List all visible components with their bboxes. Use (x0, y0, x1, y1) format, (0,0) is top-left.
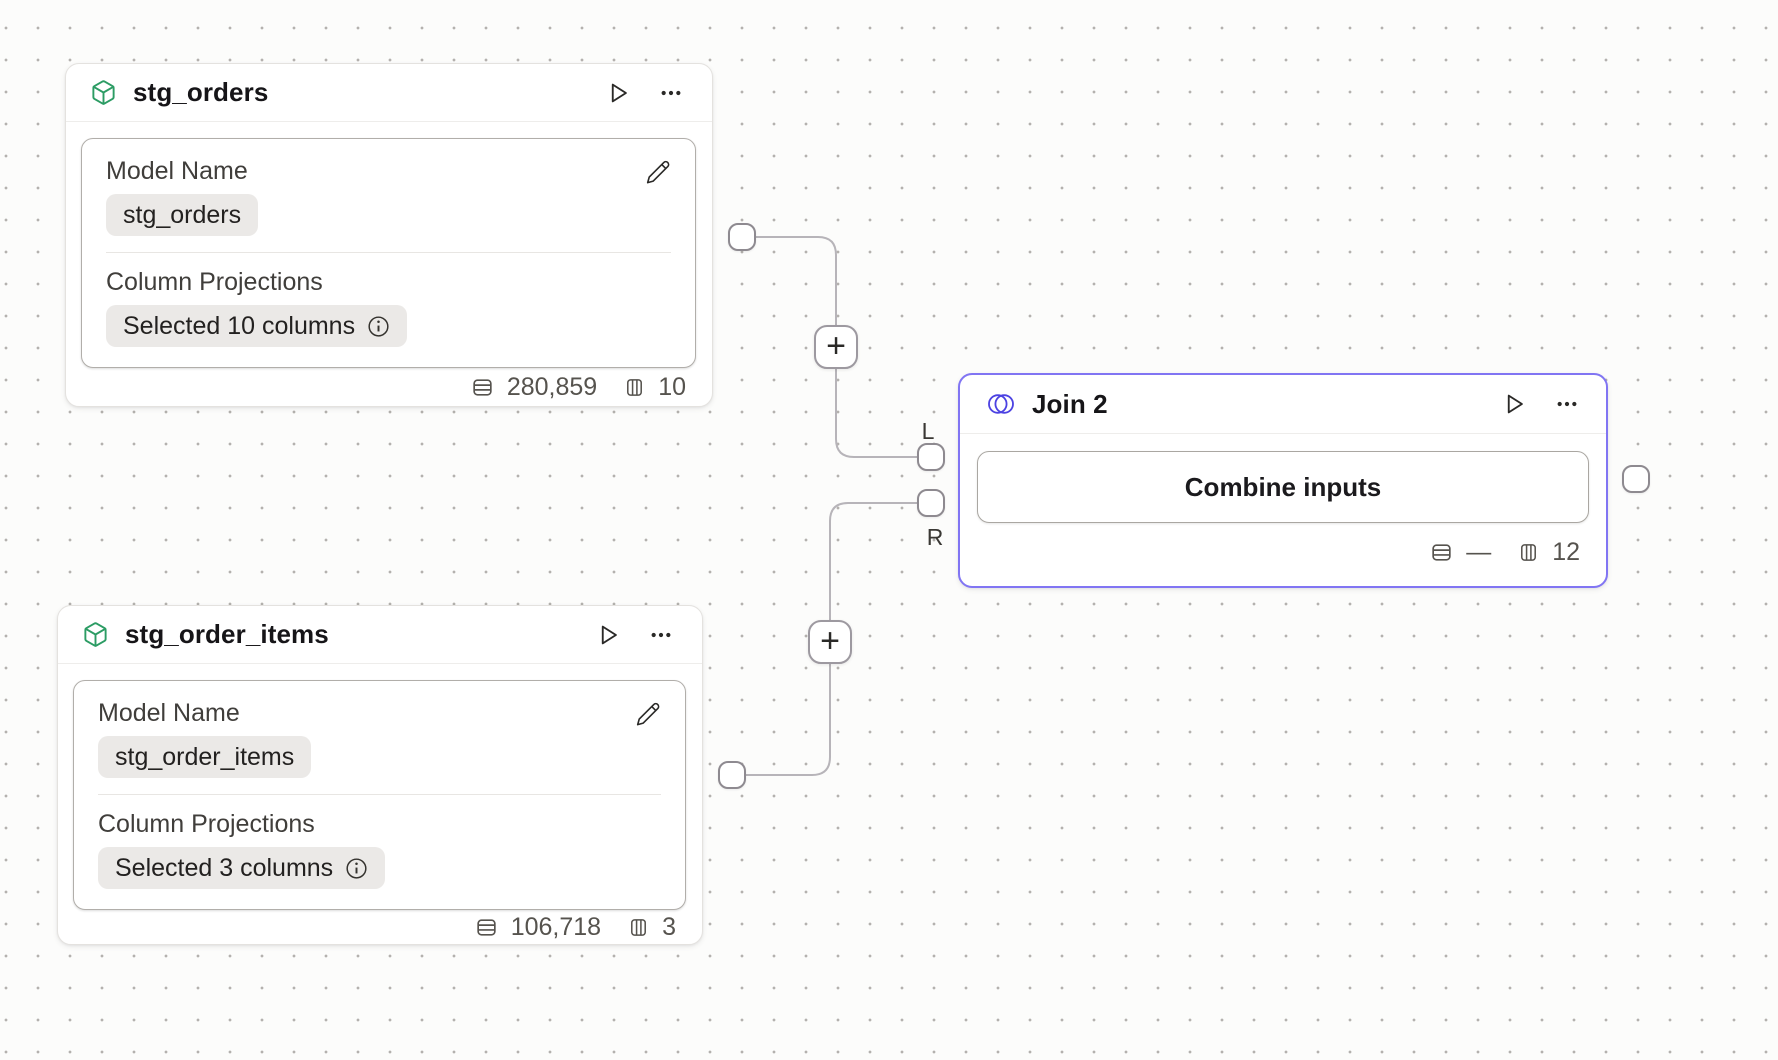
plus-icon: + (820, 621, 840, 660)
row-count: — (1466, 538, 1492, 566)
model-name-value-badge: stg_order_items (98, 736, 312, 778)
run-node-button[interactable] (594, 621, 622, 649)
left-input-label: L (921, 418, 935, 444)
row-count-icon (474, 915, 499, 940)
cube-icon (90, 79, 117, 106)
node-body: Model Name stg_order_items Column Projec… (58, 664, 702, 910)
node-stg-order-items[interactable]: stg_order_items Model Name stg_order_ite… (57, 605, 703, 945)
row-count: 106,718 (510, 912, 602, 941)
node-title: stg_order_items (125, 619, 329, 649)
node-menu-button[interactable] (650, 624, 672, 646)
row-count-icon (1429, 540, 1454, 565)
run-node-button[interactable] (1500, 390, 1528, 418)
cube-icon (82, 621, 109, 648)
node-menu-button[interactable] (1556, 393, 1578, 415)
node-stg-orders[interactable]: stg_orders Model Name stg_orders Column … (65, 63, 713, 407)
edit-pencil-icon[interactable] (635, 701, 661, 727)
join-input-port-right[interactable] (917, 489, 945, 517)
node-menu-button[interactable] (660, 82, 682, 104)
info-icon[interactable] (367, 315, 390, 338)
divider (106, 252, 671, 253)
column-projections-badge: Selected 10 columns (106, 305, 408, 347)
node-header: stg_order_items (58, 606, 702, 664)
node-header: Join 2 (960, 375, 1606, 434)
divider (98, 794, 661, 795)
node-header: stg_orders (66, 64, 712, 122)
info-icon[interactable] (345, 857, 368, 880)
node-title: Join 2 (1032, 388, 1108, 419)
add-step-button-top-wire[interactable]: + (814, 325, 858, 369)
node-stats-footer: 106,718 3 (58, 910, 702, 944)
column-count: 12 (1552, 538, 1580, 566)
right-input-label: R (926, 524, 944, 550)
column-count: 3 (662, 912, 676, 941)
model-name-label: Model Name (98, 699, 240, 727)
model-config-card: Model Name stg_orders Column Projections… (81, 138, 696, 368)
model-name-value-badge: stg_orders (106, 194, 259, 236)
column-projections-label: Column Projections (106, 268, 323, 296)
column-projections-label: Column Projections (98, 810, 315, 838)
row-count: 280,859 (506, 372, 598, 401)
model-config-card: Model Name stg_order_items Column Projec… (73, 680, 686, 910)
node-stats-footer: — 12 (960, 523, 1606, 586)
node-body: Model Name stg_orders Column Projections… (66, 122, 712, 368)
edit-pencil-icon[interactable] (645, 159, 671, 185)
output-port-stg-order-items[interactable] (718, 761, 746, 789)
row-count-icon (470, 375, 495, 400)
node-join-2[interactable]: Join 2 Combine inputs — 12 (958, 373, 1608, 588)
node-stats-footer: 280,859 10 (66, 368, 712, 406)
join-venn-icon (986, 391, 1016, 417)
output-port-join[interactable] (1622, 465, 1650, 493)
column-count: 10 (658, 372, 686, 401)
column-count-icon (627, 916, 650, 939)
join-input-port-left[interactable] (917, 443, 945, 471)
node-title: stg_orders (133, 77, 269, 107)
add-step-button-bottom-wire[interactable]: + (808, 620, 852, 664)
plus-icon: + (826, 326, 846, 365)
model-name-label: Model Name (106, 157, 248, 185)
column-count-icon (1517, 541, 1540, 564)
output-port-stg-orders[interactable] (728, 223, 756, 251)
column-count-icon (623, 376, 646, 399)
column-projections-badge: Selected 3 columns (98, 847, 386, 889)
run-node-button[interactable] (604, 79, 632, 107)
combine-inputs-button[interactable]: Combine inputs (977, 451, 1589, 523)
